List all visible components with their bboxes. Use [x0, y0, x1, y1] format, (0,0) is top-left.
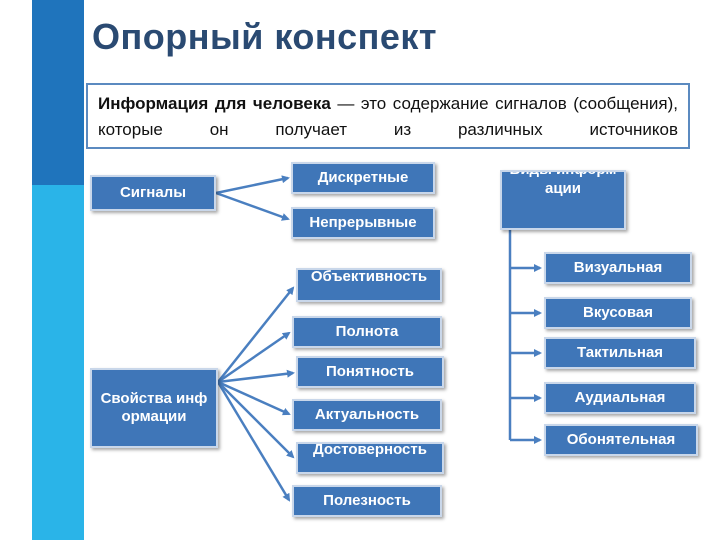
- node-actuality-label: Актуальность: [314, 406, 420, 423]
- node-properties: Свойства информации: [90, 368, 218, 448]
- side-bar-light: [32, 185, 84, 540]
- arrow-signals-continuous: [215, 191, 290, 221]
- arrow-prop-usefulness: [216, 381, 291, 502]
- node-clarity-label: Понятность: [325, 363, 415, 380]
- node-discrete-label: Дискретные: [317, 169, 409, 186]
- node-smell-label: Обонятельная: [566, 431, 676, 448]
- node-smell: Обонятельная: [544, 424, 698, 456]
- node-properties-label: Свойства информации: [100, 390, 208, 425]
- node-objectivity-label: Объективность: [310, 268, 428, 285]
- node-tactile: Тактильная: [544, 337, 696, 369]
- node-reliability: Достоверность: [296, 442, 444, 474]
- node-tactile-label: Тактильная: [576, 344, 664, 361]
- node-continuous: Непрерывные: [291, 207, 435, 239]
- arrow-prop-reliability: [217, 381, 295, 459]
- node-clarity: Понятность: [296, 356, 444, 388]
- node-visual-label: Визуальная: [573, 259, 663, 276]
- arrow-prop-completeness: [217, 331, 291, 384]
- node-completeness: Полнота: [292, 316, 442, 348]
- node-types-label: Виды информации: [510, 172, 617, 197]
- node-types: Виды информации: [500, 170, 626, 230]
- node-usefulness-label: Полезность: [323, 492, 411, 509]
- node-continuous-label: Непрерывные: [309, 214, 417, 231]
- node-taste-label: Вкусовая: [583, 304, 653, 321]
- node-objectivity: Объективность: [296, 268, 442, 302]
- arrow-prop-objectivity: [217, 286, 295, 383]
- node-discrete: Дискретные: [291, 162, 435, 194]
- node-audio: Аудиальная: [544, 382, 696, 414]
- node-actuality: Актуальность: [292, 399, 442, 431]
- node-visual: Визуальная: [544, 252, 692, 284]
- page-title: Опорный конспект: [92, 16, 438, 57]
- definition-term: Информация для человека: [98, 94, 331, 113]
- arrow-prop-actuality: [217, 380, 291, 416]
- node-signals: Сигналы: [90, 175, 216, 211]
- node-reliability-label: Достоверность: [313, 442, 427, 458]
- node-completeness-label: Полнота: [335, 323, 399, 340]
- arrow-prop-clarity: [217, 369, 295, 384]
- definition-text: — это содержание сигналов (сообщения), к…: [98, 94, 678, 139]
- side-bar-dark: [32, 0, 84, 185]
- node-usefulness: Полезность: [292, 485, 442, 517]
- arrow-signals-discrete: [215, 175, 290, 195]
- node-audio-label: Аудиальная: [574, 389, 666, 406]
- node-signals-label: Сигналы: [119, 184, 187, 201]
- definition-box: Информация для человека — это содержание…: [86, 83, 690, 149]
- node-taste: Вкусовая: [544, 297, 692, 329]
